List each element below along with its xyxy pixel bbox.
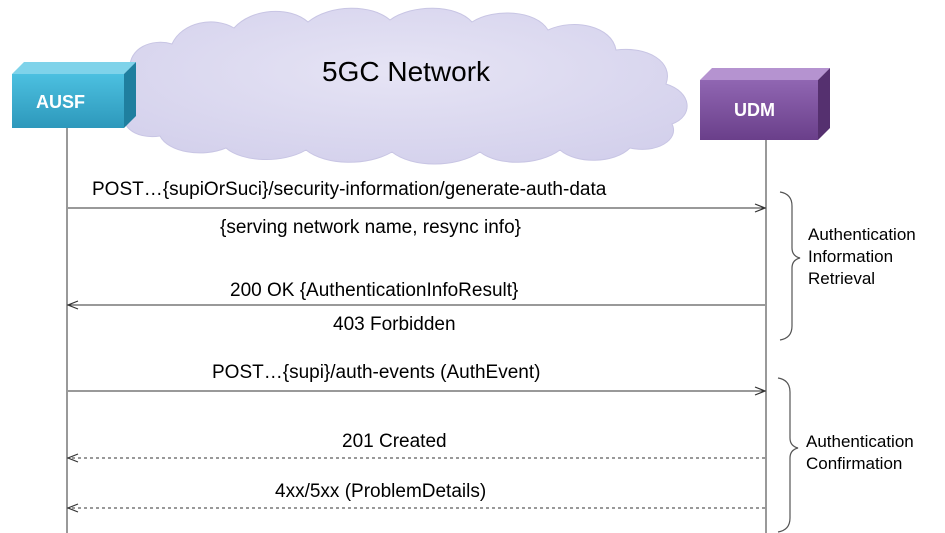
network-cloud	[112, 7, 688, 165]
ausf-label: AUSF	[36, 92, 85, 112]
group-label-info-retrieval: Authentication Information Retrieval	[808, 224, 916, 290]
group-label-line: Authentication	[806, 432, 914, 451]
brace-info-retrieval	[779, 191, 801, 341]
message-403-forbidden: 403 Forbidden	[333, 314, 456, 335]
message-generate-auth-data: POST…{supiOrSuci}/security-information/g…	[92, 179, 607, 200]
group-label-confirmation: Authentication Confirmation	[806, 431, 914, 475]
message-201-created: 201 Created	[342, 431, 447, 452]
udm-box	[700, 68, 830, 140]
group-label-line: Authentication	[808, 225, 916, 244]
message-4xx-5xx: 4xx/5xx (ProblemDetails)	[275, 481, 487, 502]
network-title: 5GC Network	[322, 56, 491, 87]
message-auth-events: POST…{supi}/auth-events (AuthEvent)	[212, 362, 541, 383]
message-request-params: {serving network name, resync info}	[220, 217, 521, 238]
brace-confirmation	[777, 377, 799, 533]
udm-label: UDM	[734, 100, 775, 120]
message-200-ok: 200 OK {AuthenticationInfoResult}	[230, 280, 519, 301]
group-label-line: Information	[808, 247, 894, 267]
ausf-box	[12, 62, 136, 128]
group-label-line: Confirmation	[806, 454, 903, 474]
group-label-line: Retrieval	[808, 269, 876, 289]
